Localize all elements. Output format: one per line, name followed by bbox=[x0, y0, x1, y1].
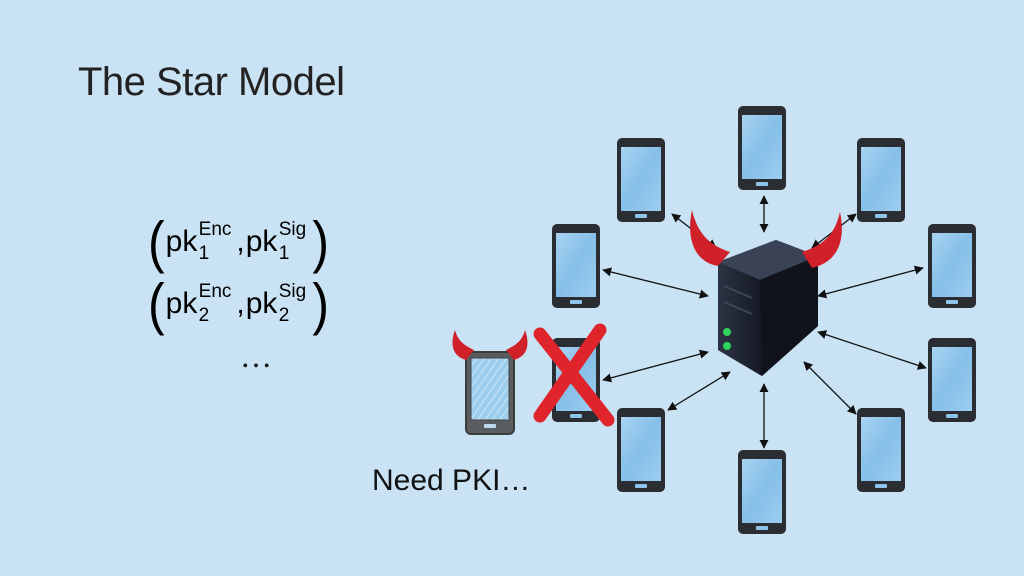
malicious-phone-icon bbox=[465, 351, 515, 435]
slide-title: The Star Model bbox=[78, 60, 345, 104]
key-pair-2: ( pk Enc 2 , pk Sig 2 ) bbox=[148, 271, 330, 337]
horn-icon bbox=[452, 330, 528, 360]
sig-key-2: pk Sig 2 bbox=[245, 281, 307, 326]
cross-icon bbox=[533, 323, 615, 427]
right-paren: ) bbox=[312, 271, 330, 337]
arrow-left-lower bbox=[602, 349, 709, 383]
horn-icon bbox=[690, 210, 842, 268]
phone-icon bbox=[552, 224, 600, 308]
pki-caption: Need PKI… bbox=[372, 464, 531, 497]
enc-key-2: pk Enc 2 bbox=[165, 281, 232, 326]
arrow-bottom-left bbox=[667, 371, 731, 411]
phone-icon bbox=[928, 224, 976, 308]
status-led bbox=[723, 342, 731, 350]
phone-icon bbox=[617, 138, 665, 222]
arrow-right-lower bbox=[817, 330, 927, 370]
arrow-right-upper bbox=[817, 265, 924, 299]
phone-icon bbox=[617, 408, 665, 492]
sig-key-1: pk Sig 1 bbox=[245, 219, 307, 264]
phone-icon bbox=[857, 138, 905, 222]
left-paren: ( bbox=[148, 271, 165, 337]
arrow-bottom-right bbox=[803, 361, 857, 415]
right-paren: ) bbox=[312, 209, 330, 275]
left-paren: ( bbox=[148, 209, 165, 275]
key-pair-1: ( pk Enc 1 , pk Sig 1 ) bbox=[148, 209, 330, 275]
arrow-left-upper bbox=[602, 267, 709, 299]
phone-icon bbox=[738, 106, 786, 190]
phone-icon bbox=[738, 450, 786, 534]
enc-key-1: pk Enc 1 bbox=[165, 219, 232, 264]
ellipsis: … bbox=[240, 338, 274, 374]
status-led bbox=[723, 328, 731, 336]
server-icon bbox=[718, 240, 818, 376]
phones bbox=[552, 106, 976, 534]
phone-icon bbox=[928, 338, 976, 422]
phone-icon bbox=[857, 408, 905, 492]
